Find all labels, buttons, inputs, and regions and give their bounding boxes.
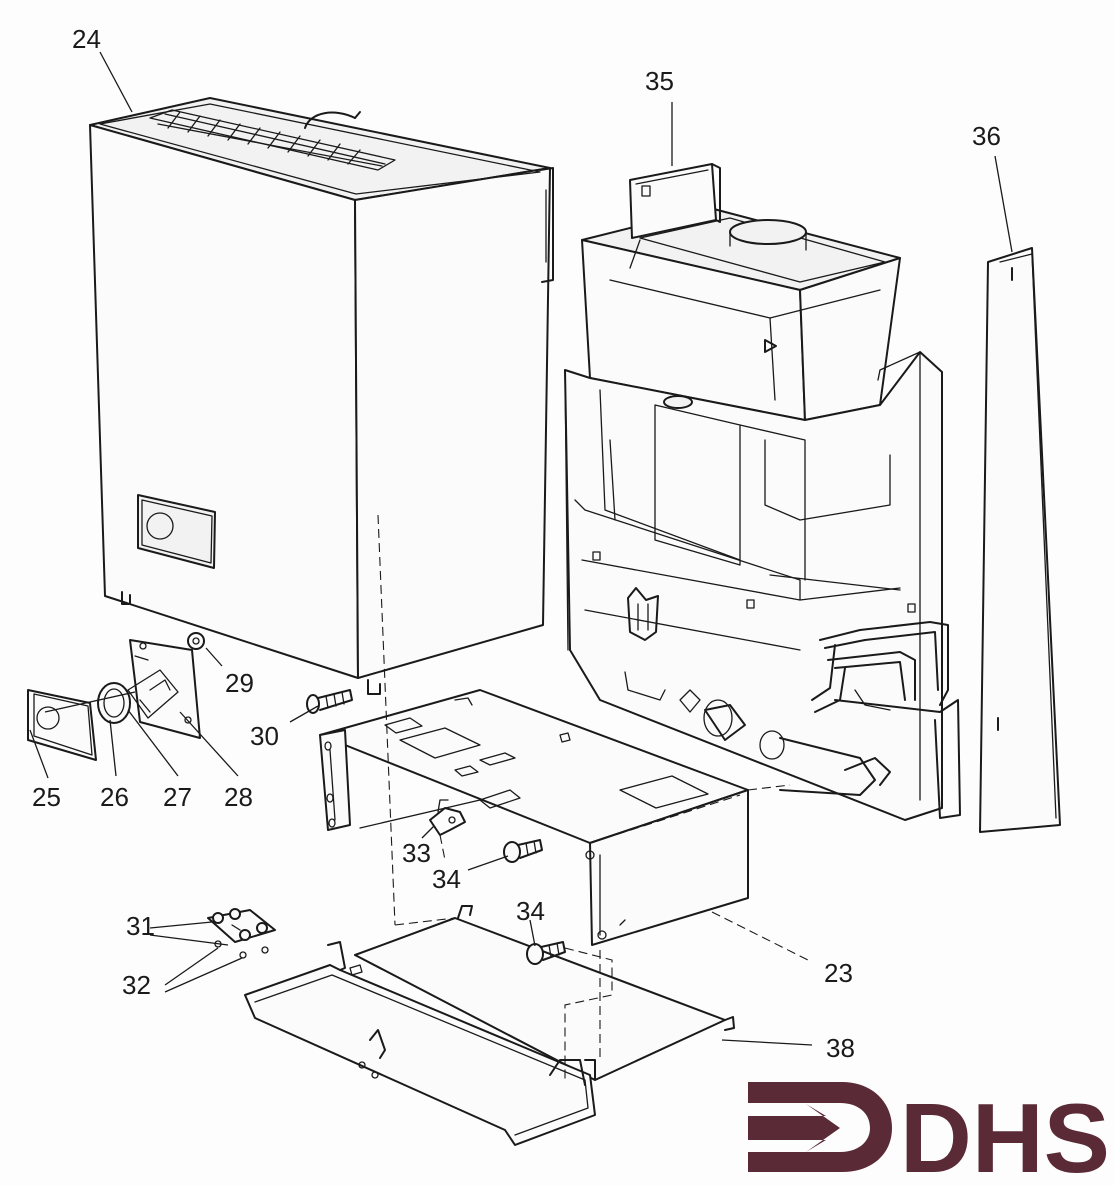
assembly-guide-lines xyxy=(377,514,791,1080)
label-24: 24 xyxy=(72,24,101,54)
label-34-lower: 34 xyxy=(516,896,545,926)
label-38: 38 xyxy=(826,1033,855,1063)
terminal-block-part-31 xyxy=(207,908,276,943)
window-cover-part-25 xyxy=(27,689,97,761)
part-number-labels: 24 35 36 29 30 25 26 27 28 33 34 34 31 3… xyxy=(32,24,1001,1063)
seal-ring-part-26 xyxy=(97,682,131,724)
label-34-upper: 34 xyxy=(432,864,461,894)
bottom-cover-part-38 xyxy=(244,905,735,1146)
casing-part-24 xyxy=(89,97,554,695)
dhs-logo: DHS xyxy=(748,1082,1110,1185)
window-plate-part-28 xyxy=(127,639,201,739)
label-28: 28 xyxy=(224,782,253,812)
label-23: 23 xyxy=(824,958,853,988)
label-26: 26 xyxy=(100,782,129,812)
top-grille xyxy=(149,109,396,171)
label-25: 25 xyxy=(32,782,61,812)
top-bracket-part-35 xyxy=(629,163,721,239)
label-27: 27 xyxy=(163,782,192,812)
leader-lines xyxy=(29,51,1013,1046)
dhs-logo-text: DHS xyxy=(900,1083,1110,1180)
screw-part-30 xyxy=(306,689,353,714)
label-32: 32 xyxy=(122,970,151,1000)
side-panel-part-36 xyxy=(979,247,1061,833)
boiler-chassis-assembly xyxy=(564,207,961,821)
washer-part-29 xyxy=(187,632,205,650)
label-31: 31 xyxy=(126,911,155,941)
screw-part-32 xyxy=(214,940,269,959)
dhs-logo-arrow-mark xyxy=(748,1082,892,1172)
label-35: 35 xyxy=(645,66,674,96)
screw-part-34-upper xyxy=(503,839,543,863)
control-box-part-23 xyxy=(319,689,749,946)
casing-viewing-window xyxy=(137,494,216,569)
label-33: 33 xyxy=(402,838,431,868)
label-29: 29 xyxy=(225,668,254,698)
label-36: 36 xyxy=(972,121,1001,151)
label-30: 30 xyxy=(250,721,279,751)
